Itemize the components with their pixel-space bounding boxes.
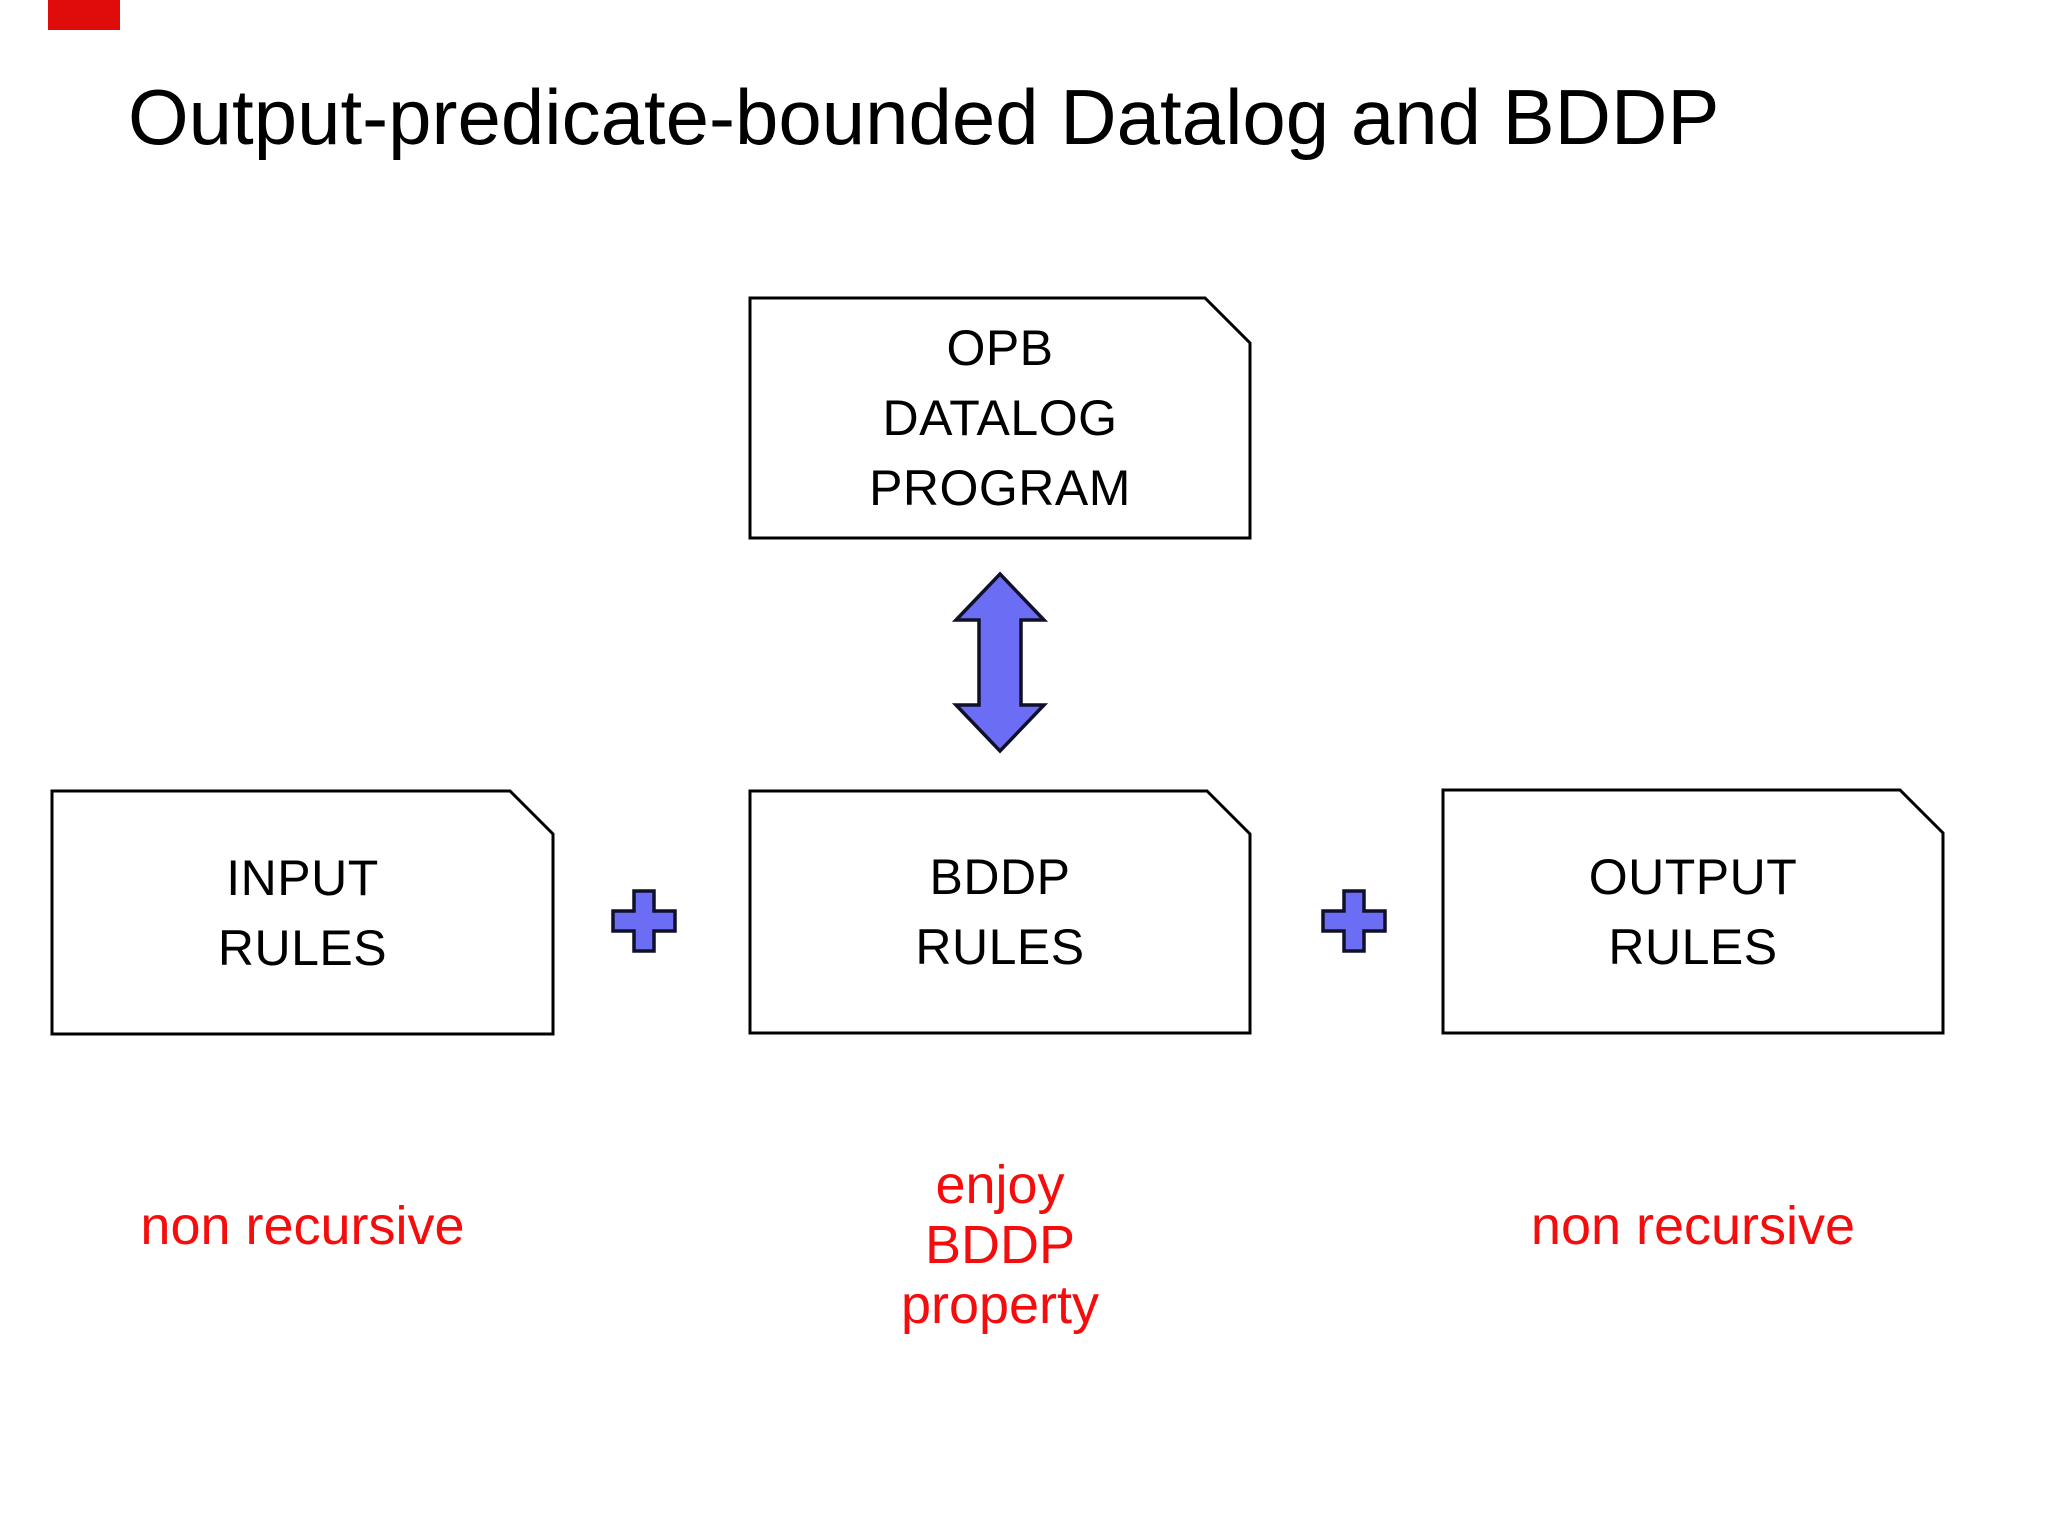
input-box-outline <box>50 789 555 1036</box>
input-note: non recursive <box>140 1196 465 1256</box>
output-box-outline <box>1441 788 1945 1035</box>
bddp-note: enjoy BDDP property <box>900 1155 1100 1335</box>
double-arrow-icon <box>951 571 1049 754</box>
output-box-label: OUTPUT RULES <box>1588 848 1798 975</box>
output-note: non recursive <box>1530 1196 1856 1256</box>
slide-title: Output-predicate-bounded Datalog and BDD… <box>128 73 1720 161</box>
program-box-outline <box>748 296 1252 540</box>
plus-icon-right <box>1321 889 1387 953</box>
bddp-box-label: BDDP RULES <box>915 849 1085 975</box>
red-marker <box>48 0 120 30</box>
program-box-label: OPB DATALOG PROGRAM <box>869 320 1131 516</box>
bddp-box-outline <box>748 789 1252 1035</box>
plus-icon-left <box>611 889 677 953</box>
input-box-label: INPUT RULES <box>217 849 388 976</box>
